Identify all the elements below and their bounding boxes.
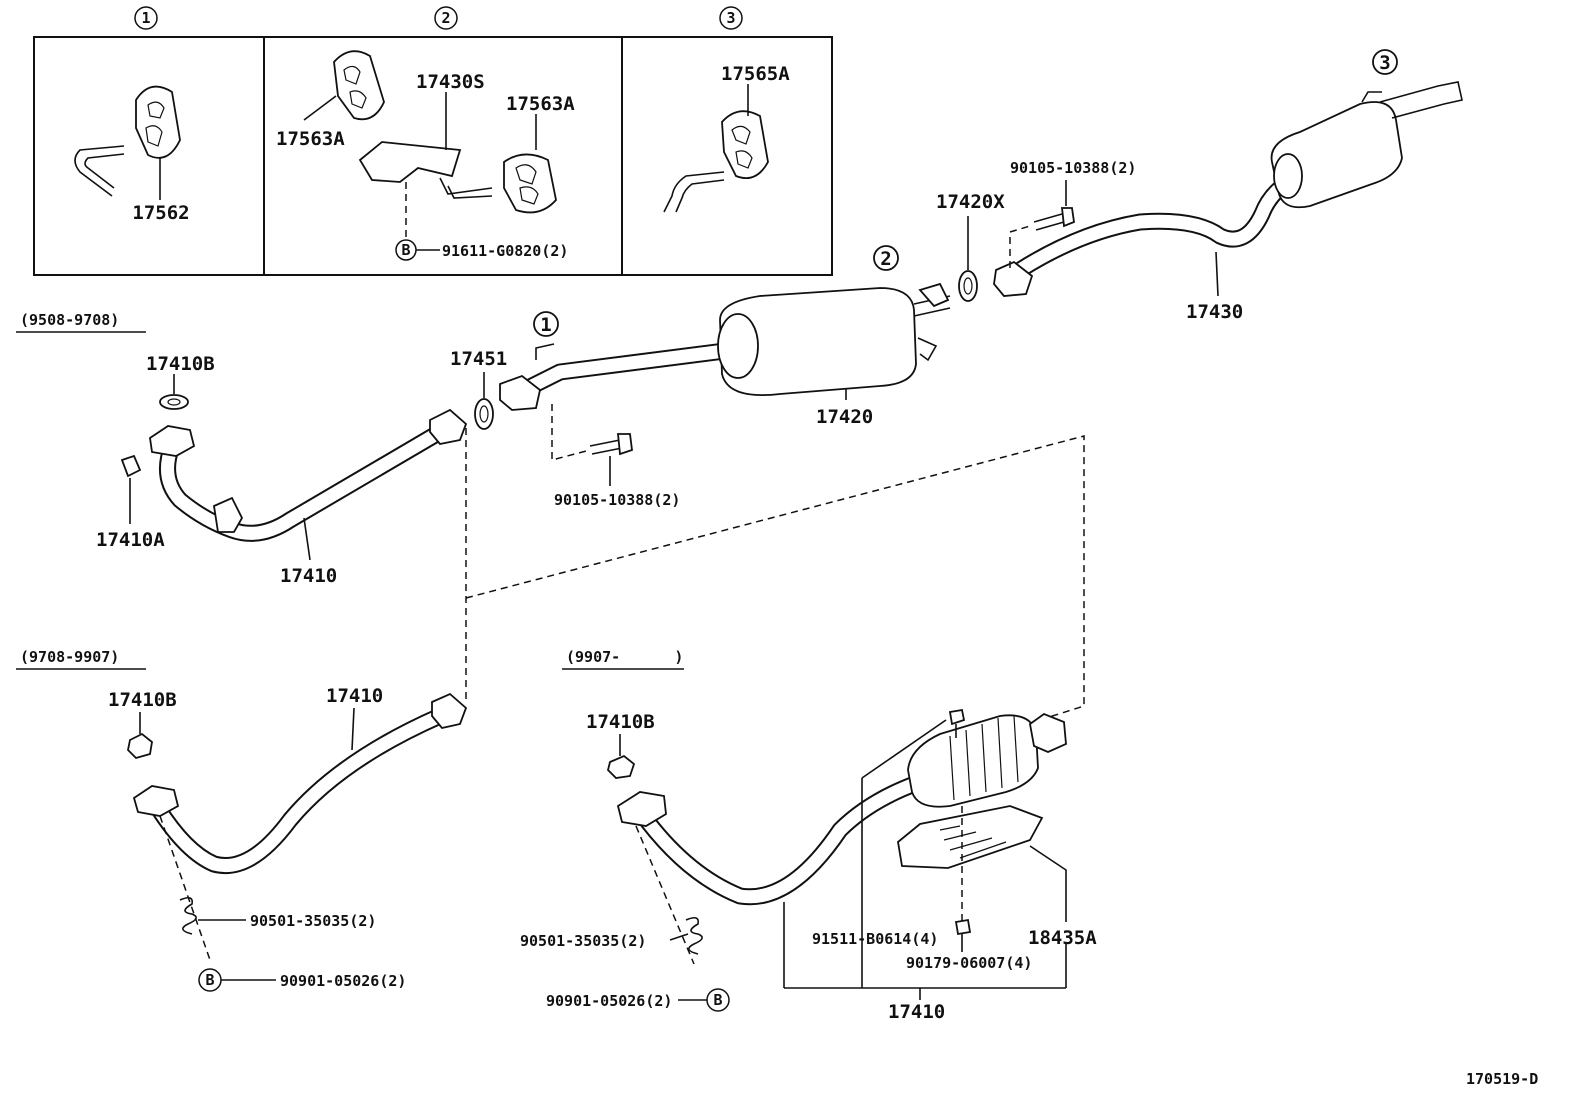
svg-text:3: 3 xyxy=(1379,52,1390,74)
label-90501-35035-c: 90501-35035(2) xyxy=(520,932,646,950)
marker-3-main: 3 xyxy=(1372,49,1398,75)
label-17410A: 17410A xyxy=(96,529,165,551)
label-17565A: 17565A xyxy=(721,63,790,85)
leader-17430 xyxy=(1215,251,1219,297)
variant-c-bolt-91511 xyxy=(861,708,966,926)
label-17451: 17451 xyxy=(450,348,507,370)
gasket-17451 xyxy=(474,372,494,430)
variant-a-nut-17410A xyxy=(120,454,142,524)
label-90179-06007: 90179-06007(4) xyxy=(906,954,1032,972)
label-17563A-left: 17563A xyxy=(276,128,345,150)
date-range-9508-9708: (9508-9708) xyxy=(16,311,146,333)
label-17563A-right: 17563A xyxy=(506,93,575,115)
label-17410-b: 17410 xyxy=(326,685,383,707)
tail-pipe-17430 xyxy=(993,81,1463,297)
connection-dashed-link xyxy=(465,435,1085,719)
variant-c-front-pipe xyxy=(616,773,929,965)
variant-c-nut-90179 xyxy=(954,806,972,952)
inset-box-frame xyxy=(33,36,833,276)
label-17410B-b: 17410B xyxy=(108,689,177,711)
label-90105-10388-center: 90105-10388(2) xyxy=(554,491,680,509)
date-range-9708-9907: (9708-9907) xyxy=(16,648,146,670)
variant-c-front-pipe-bracket xyxy=(783,902,1067,1000)
variant-a-front-pipe-17410 xyxy=(149,408,468,702)
label-90501-35035-b: 90501-35035(2) xyxy=(250,912,376,930)
label-90901-05026-b: 90901-05026(2) xyxy=(280,972,406,990)
center-pipe xyxy=(499,339,757,411)
inset-2-hanger-17563A-right xyxy=(503,114,557,214)
variant-b-front-pipe-17410 xyxy=(132,692,468,961)
inset-marker-2: 2 xyxy=(434,6,458,30)
label-91611-G0820: 91611-G0820(2) xyxy=(442,242,568,260)
center-muffler-17420 xyxy=(717,282,951,396)
svg-text:(9508-9708): (9508-9708) xyxy=(20,311,119,329)
svg-text:3: 3 xyxy=(726,9,735,27)
variant-c-catalytic-converter xyxy=(907,712,1067,808)
label-91511-B0614: 91511-B0614(4) xyxy=(812,930,938,948)
marker-1-main: 1 xyxy=(533,311,559,337)
svg-text:2: 2 xyxy=(880,248,891,270)
label-17430S: 17430S xyxy=(416,71,485,93)
bolt-90105-top xyxy=(1009,180,1075,268)
inset-2-bracket-17430S xyxy=(358,92,493,238)
variant-b-gasket-17410B xyxy=(127,712,153,760)
marker-2-main: 2 xyxy=(873,245,899,271)
label-90901-05026-c: 90901-05026(2) xyxy=(546,992,672,1010)
label-90105-10388-top: 90105-10388(2) xyxy=(1010,159,1136,177)
inset-2-bolt-marker-b: B xyxy=(395,239,440,261)
label-17410B-c: 17410B xyxy=(586,711,655,733)
variant-c-heat-shield-18435A xyxy=(897,805,1067,922)
svg-text:B: B xyxy=(713,991,722,1009)
label-17410B-a: 17410B xyxy=(146,353,215,375)
svg-text:2: 2 xyxy=(441,9,450,27)
variant-b-spring xyxy=(179,896,246,935)
label-18435A: 18435A xyxy=(1028,927,1097,949)
variant-c-bolt-marker-b: B xyxy=(678,988,730,1012)
inset-marker-1: 1 xyxy=(134,6,158,30)
label-17420: 17420 xyxy=(816,406,873,428)
svg-text:(9907- ): (9907- ) xyxy=(566,648,683,666)
variant-c-spring xyxy=(669,916,703,955)
svg-text:B: B xyxy=(401,241,410,259)
label-17420X: 17420X xyxy=(936,191,1005,213)
variant-c-gasket-17410B xyxy=(607,734,636,779)
label-17562: 17562 xyxy=(132,202,189,224)
inset-2-hanger-17563A-left xyxy=(303,50,385,121)
svg-text:1: 1 xyxy=(540,314,551,336)
inset-1-hanger-17562 xyxy=(74,85,181,200)
inset-marker-3: 3 xyxy=(719,6,743,30)
label-17410-a: 17410 xyxy=(280,565,337,587)
label-17430: 17430 xyxy=(1186,301,1243,323)
label-17410-c: 17410 xyxy=(888,1001,945,1023)
svg-text:B: B xyxy=(205,971,214,989)
svg-text:(9708-9907): (9708-9907) xyxy=(20,648,119,666)
svg-text:1: 1 xyxy=(141,9,150,27)
gasket-17420X xyxy=(958,216,978,302)
date-range-9907: (9907- ) xyxy=(562,648,684,670)
variant-b-bolt-marker-b: B xyxy=(198,968,276,992)
inset-3-hanger-17565A xyxy=(663,84,769,213)
figure-code: 170519-D xyxy=(1466,1070,1538,1088)
variant-a-gasket-17410B xyxy=(159,374,189,410)
bolt-90105-center xyxy=(551,404,633,486)
